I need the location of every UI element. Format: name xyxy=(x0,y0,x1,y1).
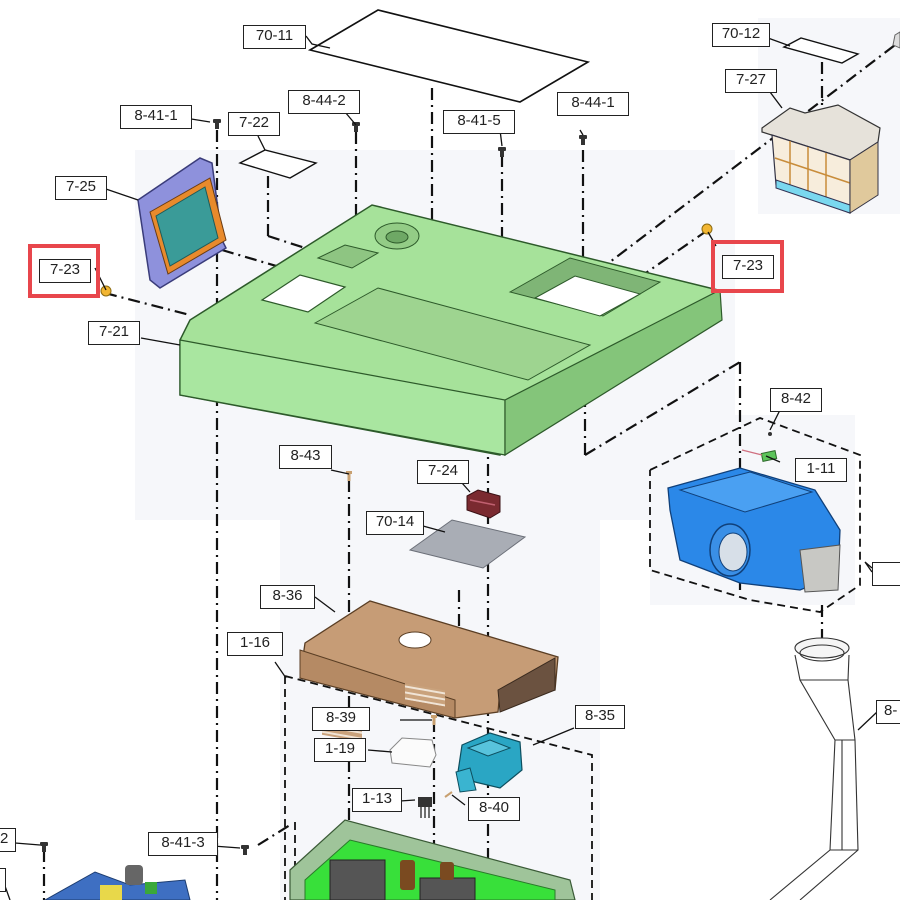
part-8-35-bracket xyxy=(455,732,523,793)
callout-8-44-1[interactable]: 8-44-1 xyxy=(557,92,629,116)
callout-edge-left-partial[interactable]: 2 xyxy=(0,828,16,852)
callout-70-14[interactable]: 70-14 xyxy=(366,511,424,535)
highlight-box-7-23-right xyxy=(711,240,784,293)
callout-1-11[interactable]: 1-11 xyxy=(795,458,847,482)
callout-7-23-left[interactable]: 7-23 xyxy=(39,259,91,283)
part-1-19-clip xyxy=(389,737,437,768)
callout-7-27[interactable]: 7-27 xyxy=(725,69,777,93)
screw-icon xyxy=(579,135,587,145)
part-partial-bottom-left xyxy=(43,865,191,900)
screw-icon xyxy=(40,842,48,852)
screw-icon xyxy=(498,147,506,157)
callout-edge-right-partial[interactable]: 8- xyxy=(876,700,900,724)
callout-1-16[interactable]: 1-16 xyxy=(227,632,283,656)
callout-8-40[interactable]: 8-40 xyxy=(468,797,520,821)
screw-icon xyxy=(241,845,249,855)
screw-8-42-icon xyxy=(768,432,772,436)
screw-icon xyxy=(431,715,437,725)
part-7-27-filter-box xyxy=(761,104,881,214)
callout-1-19[interactable]: 1-19 xyxy=(314,738,366,762)
marker-7-23-right-icon xyxy=(701,223,713,235)
screw-icon xyxy=(346,471,352,481)
callout-1-13[interactable]: 1-13 xyxy=(352,788,402,812)
callout-8-41-1[interactable]: 8-41-1 xyxy=(120,105,192,129)
marker-7-23-left-icon xyxy=(100,285,112,297)
part-8-36-shield-plate xyxy=(299,600,559,742)
screw-icon xyxy=(213,119,221,129)
callout-8-42[interactable]: 8-42 xyxy=(770,388,822,412)
screw-icon xyxy=(352,122,360,132)
part-7-24-connector xyxy=(466,489,501,519)
callout-8-39[interactable]: 8-39 xyxy=(312,707,370,731)
callout-7-23-right[interactable]: 7-23 xyxy=(722,255,774,279)
callout-8-41-5[interactable]: 8-41-5 xyxy=(443,110,515,134)
part-blower-housing xyxy=(667,449,841,593)
callout-8-44-2[interactable]: 8-44-2 xyxy=(288,90,360,114)
part-7-22-sheet xyxy=(238,149,318,179)
part-7-21-top-cover xyxy=(179,204,723,457)
callout-70-11[interactable]: 70-11 xyxy=(243,25,306,49)
part-duct xyxy=(769,637,859,900)
part-1-13-transistor xyxy=(418,797,432,818)
part-7-25-filter-lid xyxy=(137,157,227,289)
callout-8-43[interactable]: 8-43 xyxy=(279,445,332,469)
part-1-16-pcb xyxy=(289,819,576,900)
callout-70-12[interactable]: 70-12 xyxy=(712,23,770,47)
callout-8-35[interactable]: 8-35 xyxy=(575,705,625,729)
screw-8-40-icon xyxy=(444,791,453,798)
callout-edge-right-blank[interactable] xyxy=(872,562,900,586)
part-70-12-sheet xyxy=(782,37,860,64)
callout-8-41-3[interactable]: 8-41-3 xyxy=(148,832,218,856)
callout-7-25[interactable]: 7-25 xyxy=(55,176,107,200)
callout-edge-left-blank[interactable] xyxy=(0,868,6,892)
callout-7-21[interactable]: 7-21 xyxy=(88,321,140,345)
callout-8-36[interactable]: 8-36 xyxy=(260,585,315,609)
callout-7-22[interactable]: 7-22 xyxy=(228,112,280,136)
callout-7-24[interactable]: 7-24 xyxy=(417,460,469,484)
part-70-11-sheet xyxy=(307,9,591,103)
screws xyxy=(40,119,772,855)
highlight-box-7-23-left xyxy=(28,244,100,298)
part-partial-top-right xyxy=(892,31,900,49)
